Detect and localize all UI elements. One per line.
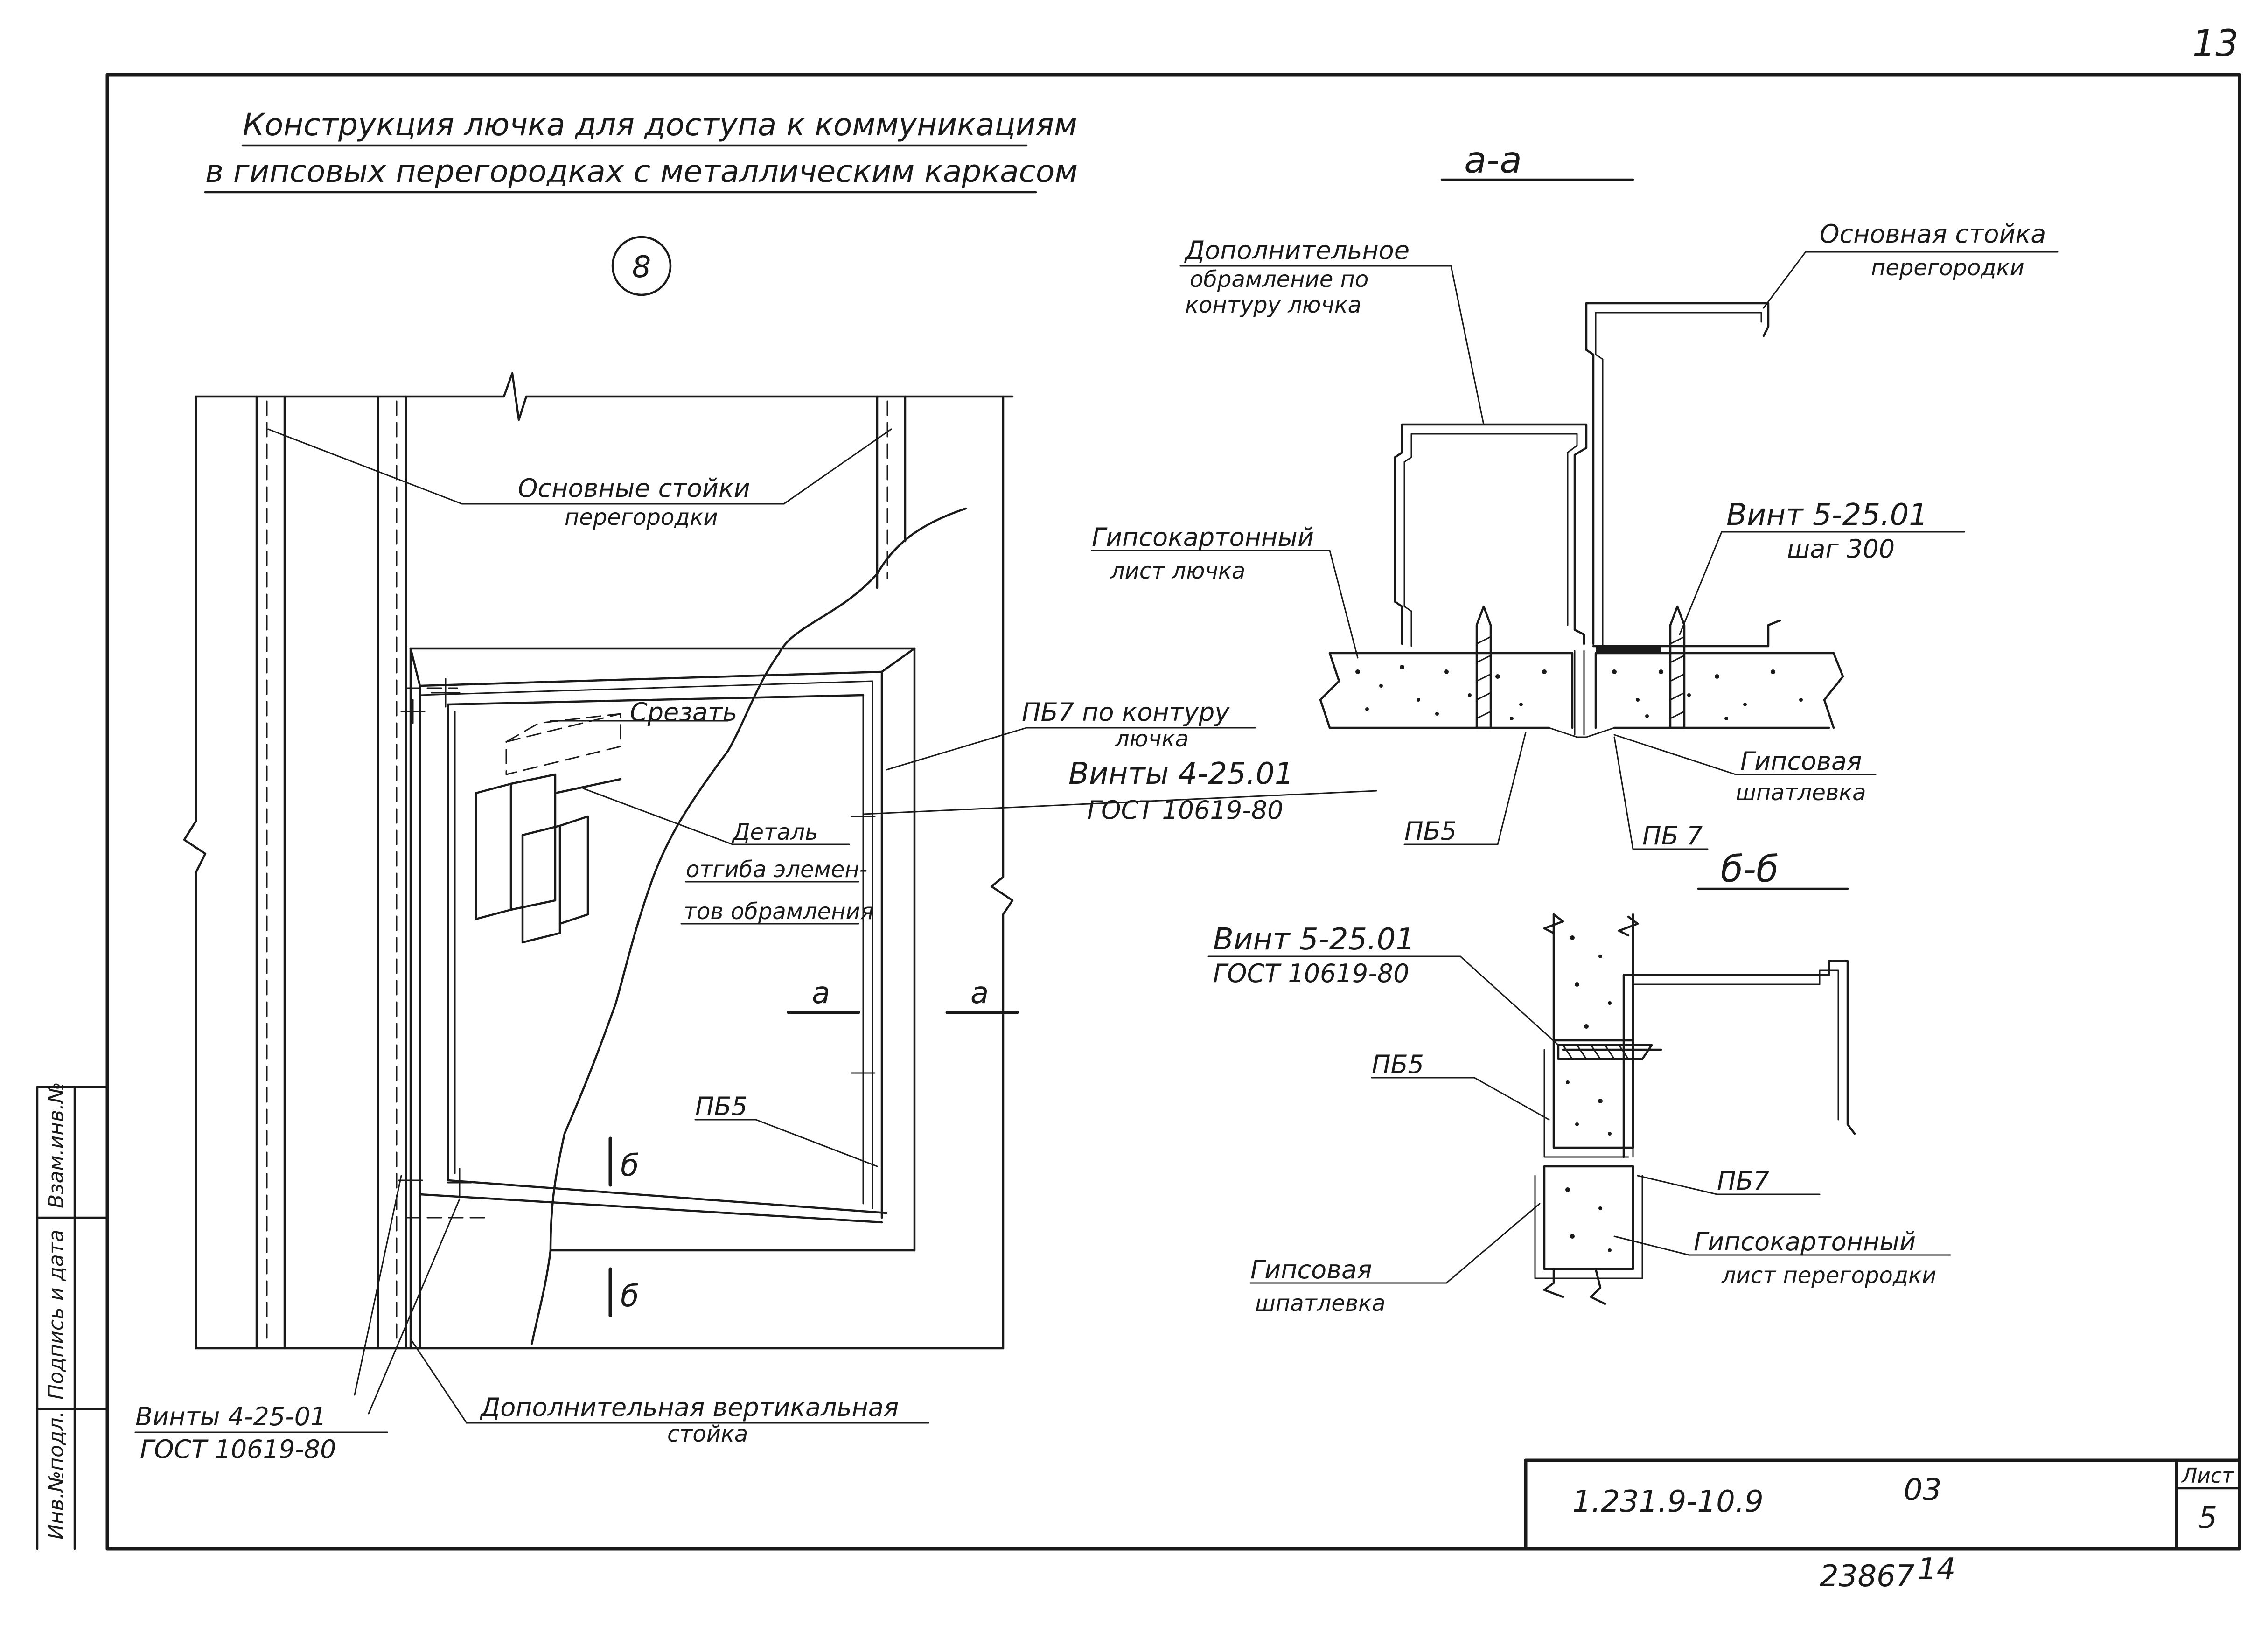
gkl-partition-label-2: лист перегородки bbox=[1721, 1262, 1936, 1289]
section-a-label-right: а bbox=[970, 976, 989, 1011]
screws-bottom-label-1: Винты 4-25-01 bbox=[135, 1402, 326, 1431]
title-line-2: в гипсовых перегородках с металлическим … bbox=[205, 153, 1078, 189]
screw-bb-label-1: Винт 5-25.01 bbox=[1213, 922, 1415, 957]
section-aa-screws bbox=[1475, 605, 1686, 729]
section-bb: б-б bbox=[1207, 849, 1951, 1317]
pb5-view-label: ПБ5 bbox=[695, 1092, 747, 1121]
extra-frame-profile bbox=[1394, 423, 1588, 645]
extra-frame-label-2: обрамление по bbox=[1190, 266, 1368, 293]
section-b-label-bottom: б bbox=[621, 1279, 639, 1314]
section-b-label-top: б bbox=[621, 1149, 639, 1183]
fold-detail-sketch bbox=[475, 713, 622, 944]
pb7-contour-label-1: ПБ7 по контуру bbox=[1022, 697, 1230, 727]
pb7-aa-label: ПБ 7 bbox=[1642, 821, 1703, 850]
screws-main-label-1: Винты 4-25.01 bbox=[1068, 757, 1294, 791]
section-bb-leaders bbox=[1207, 955, 1951, 1284]
extra-frame-label-1: Дополнительное bbox=[1184, 236, 1410, 265]
screw-marks bbox=[398, 678, 876, 1198]
extra-vertical-stud bbox=[409, 647, 421, 1350]
screw-bb-label-2: ГОСТ 10619-80 bbox=[1213, 959, 1409, 988]
section-bb-gypsum-fill bbox=[1565, 935, 1612, 1252]
extra-stud-label-2: стойка bbox=[667, 1421, 748, 1447]
gypsum-putty-bb-label-1: Гипсовая bbox=[1250, 1255, 1372, 1284]
doc-code: 1.231.9-10.9 bbox=[1572, 1485, 1764, 1519]
main-view: а а б б Осн bbox=[134, 372, 1377, 1464]
section-aa-leaders bbox=[1091, 251, 2059, 850]
section-a-label-left: а bbox=[812, 976, 830, 1011]
view-marker: 8 bbox=[611, 236, 672, 296]
main-studs-label-1: Основные стойки bbox=[518, 474, 750, 503]
archive-number: 23867 bbox=[1820, 1559, 1915, 1594]
detail-label-1: Деталь bbox=[732, 819, 818, 845]
stamp-replaces-inv: Взам.инв.№ bbox=[44, 1082, 68, 1208]
pb5-bb-label: ПБ5 bbox=[1372, 1050, 1424, 1079]
sheet-label: Лист bbox=[2181, 1464, 2234, 1488]
section-bb-lower bbox=[1534, 1165, 1643, 1305]
section-aa-gypsum-fill bbox=[1355, 665, 1803, 720]
cut-label: Срезать bbox=[630, 697, 737, 727]
page-number: 13 bbox=[2192, 23, 2239, 65]
gkl-hatch-label-1: Гипсокартонный bbox=[1092, 523, 1314, 552]
pb7-bb-label: ПБ7 bbox=[1717, 1166, 1769, 1196]
gypsum-putty-aa-label-2: шпатлевка bbox=[1736, 780, 1866, 806]
sheet-frame bbox=[105, 73, 2241, 1551]
archive-sheet: 14 bbox=[1918, 1552, 1955, 1587]
view-marker-label: 8 bbox=[632, 250, 651, 285]
hatch-frame bbox=[405, 647, 916, 1252]
drawing-title: Конструкция лючка для доступа к коммуник… bbox=[204, 107, 1078, 194]
pb5-aa-label: ПБ5 bbox=[1404, 816, 1457, 846]
extra-frame-label-3: контуру лючка bbox=[1185, 292, 1361, 318]
main-stud-middle bbox=[377, 395, 407, 1350]
gkl-partition-label-1: Гипсокартонный bbox=[1694, 1227, 1916, 1256]
stamp-signature-date: Подпись и дата bbox=[44, 1230, 68, 1400]
stamp-inv-number: Инв.№подл. bbox=[44, 1411, 68, 1540]
main-stud-right bbox=[876, 395, 907, 589]
section-bb-upper bbox=[1543, 913, 1856, 1158]
extra-stud-label-1: Дополнительная вертикальная bbox=[480, 1393, 899, 1422]
screw-aa-label-1: Винт 5-25.01 bbox=[1726, 498, 1928, 532]
section-aa: а-а bbox=[1091, 139, 2059, 850]
doc-issue: 03 bbox=[1904, 1473, 1941, 1507]
section-bb-title: б-б bbox=[1721, 849, 1779, 891]
screw-aa-label-2: шаг 300 bbox=[1787, 534, 1895, 564]
main-stud-label-2: перегородки bbox=[1871, 255, 2024, 281]
gypsum-putty-bb-label-2: шпатлевка bbox=[1255, 1290, 1386, 1317]
main-view-leaders bbox=[134, 428, 1377, 1433]
section-aa-title: а-а bbox=[1464, 139, 1522, 181]
pb7-contour-label-2: лючка bbox=[1115, 726, 1189, 752]
title-block: 1.231.9-10.9 03 Лист 5 bbox=[1524, 1458, 2241, 1551]
main-studs-label-2: перегородки bbox=[565, 504, 718, 530]
detail-label-2: отгиба элемен- bbox=[686, 857, 867, 883]
main-stud-label-1: Основная стойка bbox=[1820, 219, 2046, 249]
screws-main-label-2: ГОСТ 10619-80 bbox=[1087, 795, 1283, 825]
sheet-number: 5 bbox=[2198, 1501, 2218, 1535]
gkl-hatch-label-2: лист лючка bbox=[1110, 558, 1245, 584]
gypsum-putty-aa-label-1: Гипсовая bbox=[1740, 746, 1862, 776]
section-aa-panels bbox=[1319, 650, 1844, 738]
main-stud-left bbox=[255, 395, 286, 1350]
torn-cutaway-edge bbox=[530, 507, 967, 1345]
screws-bottom-label-2: ГОСТ 10619-80 bbox=[140, 1435, 336, 1464]
side-stamp: Инв.№подл. Подпись и дата Взам.инв.№ bbox=[36, 1082, 109, 1550]
title-line-1: Конструкция лючка для доступа к коммуник… bbox=[243, 107, 1077, 143]
main-stud-profile bbox=[1585, 302, 1770, 645]
detail-label-3: тов обрамления bbox=[684, 899, 874, 925]
